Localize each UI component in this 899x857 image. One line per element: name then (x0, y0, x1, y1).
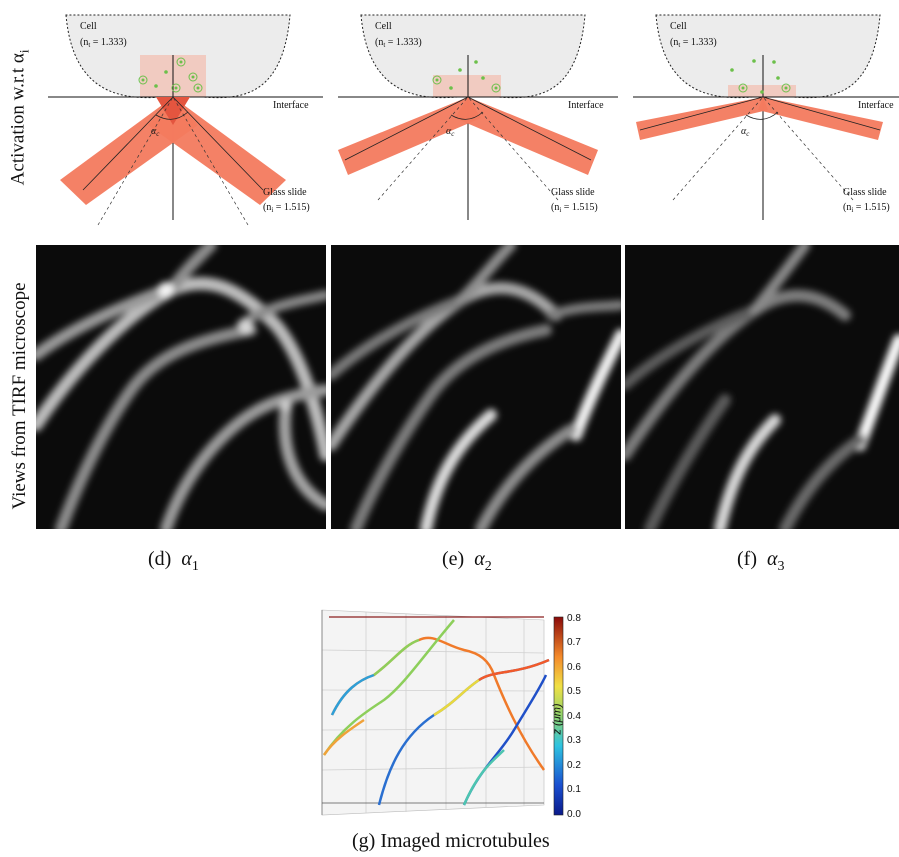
caption-f: (f) α3 (737, 548, 785, 574)
svg-text:0.2: 0.2 (567, 760, 581, 771)
tirf-view-alpha-2 (325, 239, 627, 535)
svg-text:Cell: Cell (670, 21, 687, 32)
svg-text:0.0: 0.0 (567, 809, 581, 820)
svg-text:Glass slide: Glass slide (843, 187, 887, 198)
colorbar-ticks: 0.8 0.7 0.6 0.5 0.4 0.3 0.2 0.1 0.0 (567, 613, 581, 820)
critical-angle-label: αc (151, 126, 160, 138)
svg-text:0.7: 0.7 (567, 637, 581, 648)
svg-text:0.5: 0.5 (567, 686, 581, 697)
svg-text:αc: αc (446, 126, 455, 138)
activation-diagram-3: Cell (nt = 1.333) Interface Glass slide … (628, 0, 899, 235)
tirf-view-alpha-1 (29, 239, 333, 535)
caption-d: (d) α1 (148, 548, 199, 574)
row-label-tirf-views: Views from TIRF microscope (9, 282, 30, 510)
svg-text:0.1: 0.1 (567, 784, 581, 795)
activation-diagram-1: Cell (nt = 1.333) Interface Glass slide … (38, 0, 333, 235)
svg-text:Interface: Interface (568, 100, 604, 111)
interface-label: Interface (273, 100, 309, 111)
cell-label: Cell (80, 21, 97, 32)
svg-text:0.3: 0.3 (567, 735, 581, 746)
microtubule-3d-plot: 0.8 0.7 0.6 0.5 0.4 0.3 0.2 0.1 0.0 z (μ… (314, 605, 589, 820)
svg-text:αc: αc (741, 126, 750, 138)
svg-text:(nt = 1.333): (nt = 1.333) (375, 37, 422, 49)
colorbar-label: z (μm) (551, 703, 564, 735)
row-label-activation: Activation w.r.t αi (7, 49, 32, 186)
caption-e: (e) α2 (442, 548, 492, 574)
svg-text:0.8: 0.8 (567, 613, 581, 624)
svg-text:(ni = 1.515): (ni = 1.515) (551, 202, 598, 214)
activation-diagram-2: Cell (nt = 1.333) Interface Glass slide … (333, 0, 628, 235)
svg-text:(nt = 1.333): (nt = 1.333) (670, 37, 717, 49)
svg-text:0.4: 0.4 (567, 711, 581, 722)
tirf-view-alpha-3 (619, 239, 899, 535)
svg-text:Cell: Cell (375, 21, 392, 32)
svg-text:0.6: 0.6 (567, 662, 581, 673)
cell-index-label: (nt = 1.333) (80, 37, 127, 49)
glass-label: Glass slide (263, 187, 307, 198)
svg-text:(ni = 1.515): (ni = 1.515) (843, 202, 890, 214)
svg-text:Interface: Interface (858, 100, 894, 111)
svg-text:Glass slide: Glass slide (551, 187, 595, 198)
glass-index-label: (ni = 1.515) (263, 202, 310, 214)
caption-g: (g) Imaged microtubules (352, 830, 550, 852)
